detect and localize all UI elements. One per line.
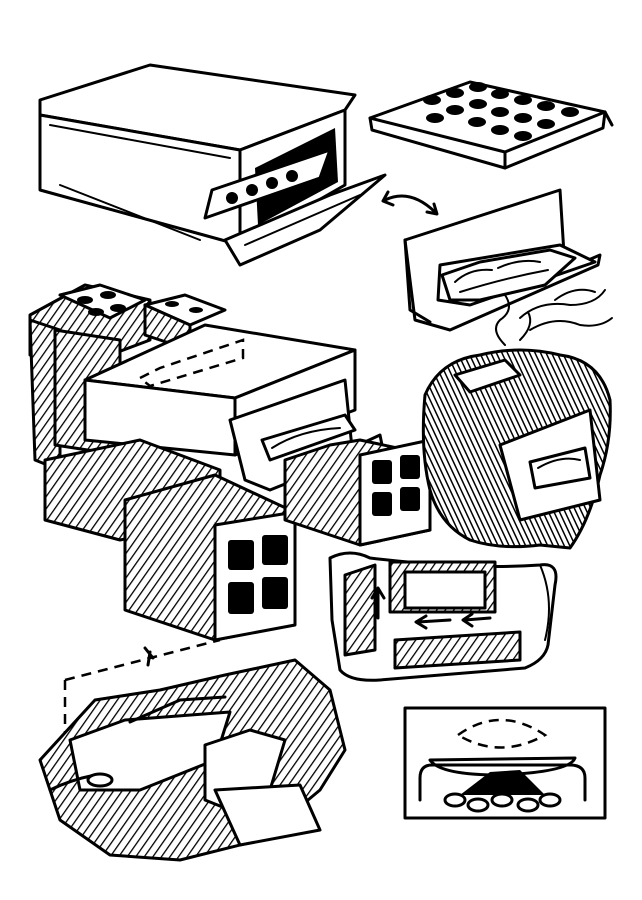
trench-pit [38,638,347,862]
double-arrow-icon [381,190,439,216]
airflow-diagram [328,551,558,682]
cinder-block-oven [28,283,432,642]
brush-covered-oven [421,294,612,550]
perforated-shelf [368,80,614,170]
oven-cross-section [403,706,607,820]
bread-tray [403,188,613,332]
box-oven [38,63,387,267]
